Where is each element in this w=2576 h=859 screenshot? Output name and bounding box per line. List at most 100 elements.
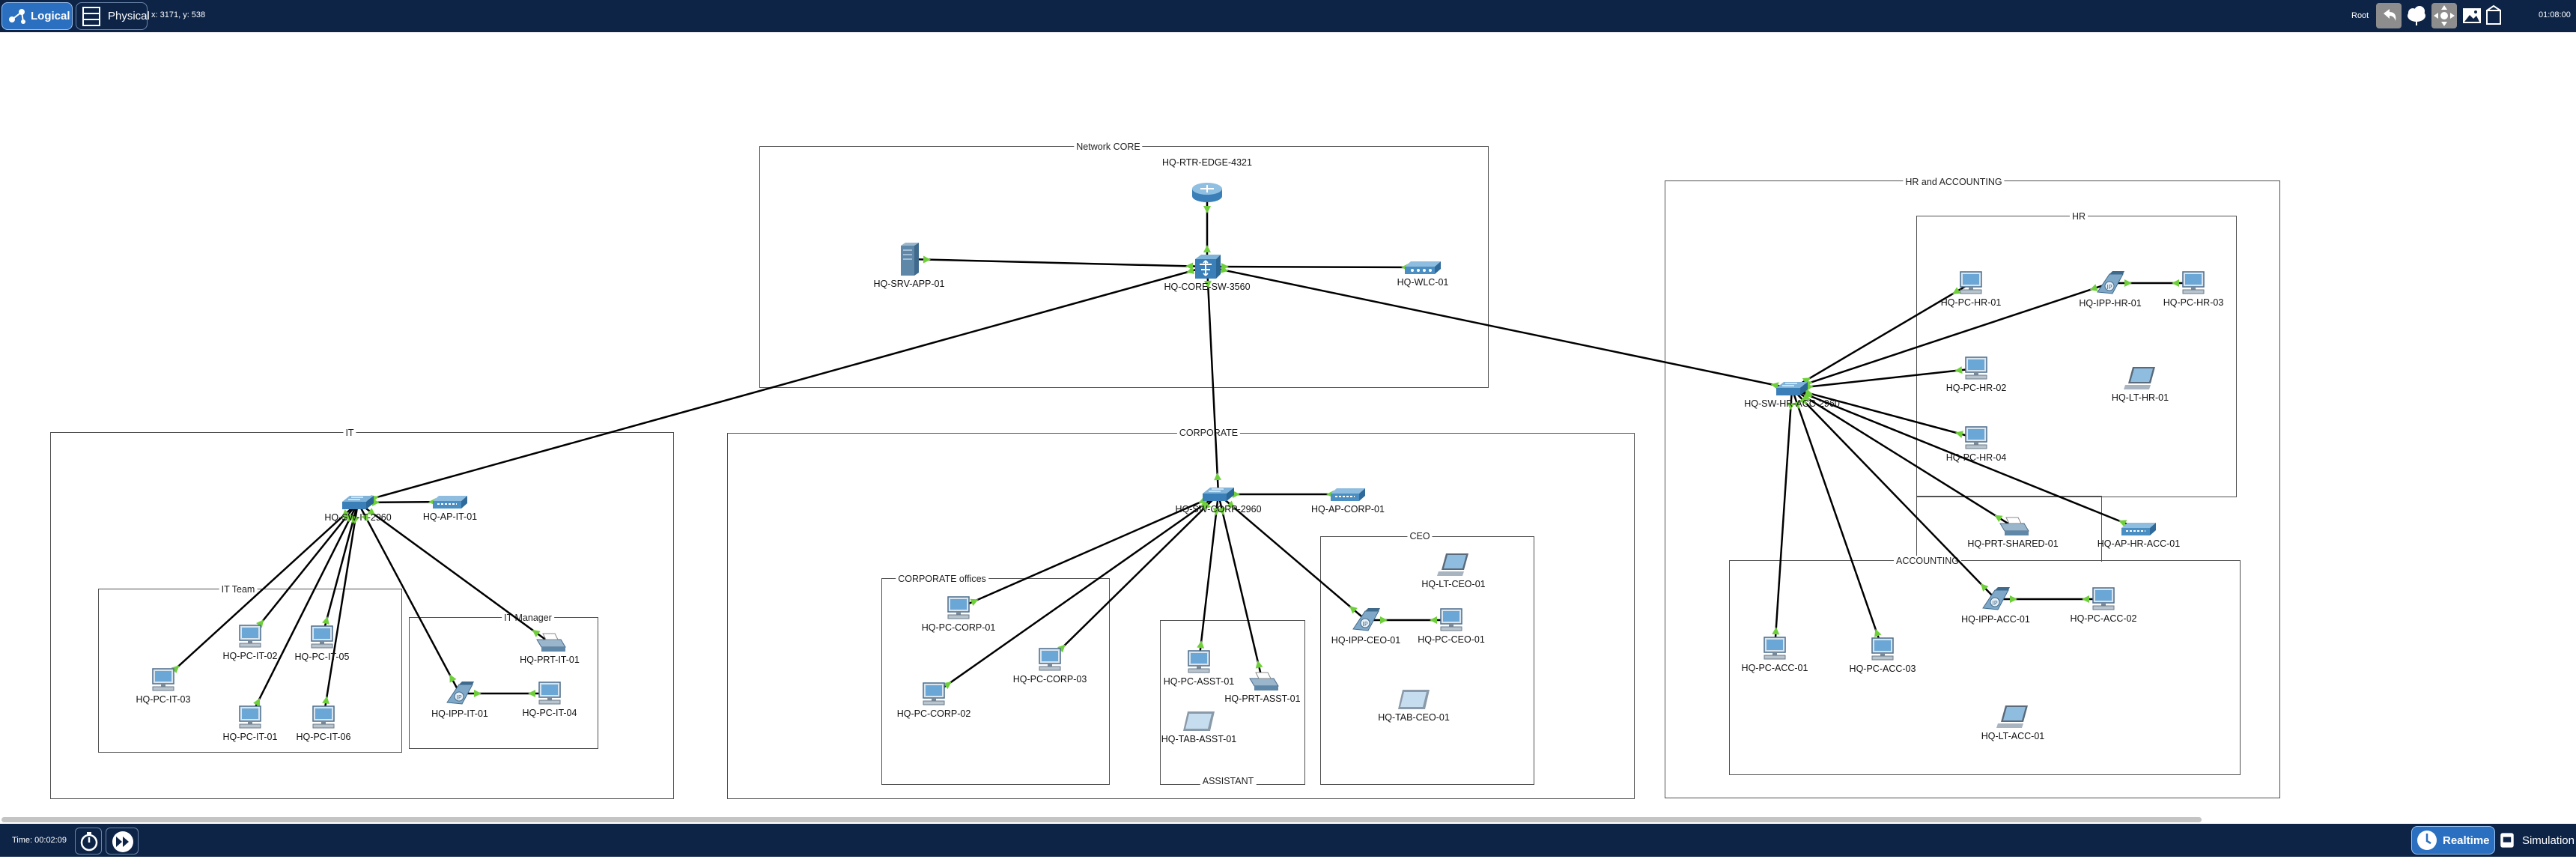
power-cycle-button[interactable] [75, 828, 102, 855]
link-sw-corp-pc-corp-03[interactable] [1049, 494, 1219, 661]
link-core-sw-sw-corp[interactable] [1206, 266, 1220, 495]
simulation-mode-button[interactable]: Simulation [2497, 826, 2575, 855]
link-status-indicator [2118, 520, 2127, 527]
device-ap-hr-acc[interactable] [2120, 520, 2157, 537]
device-ipp-acc[interactable]: IP [1980, 586, 2011, 613]
horizontal-scrollbar-thumb[interactable] [1, 817, 2202, 822]
link-sw-corp-pc-asst[interactable] [1197, 494, 1220, 663]
device-pc-corp-02[interactable] [919, 682, 949, 707]
device-sw-it[interactable] [341, 494, 375, 511]
device-pc-asst[interactable] [1184, 649, 1214, 675]
device-pc-hr-04[interactable] [1961, 425, 1991, 451]
fast-forward-button[interactable] [106, 828, 139, 855]
device-core-sw[interactable] [1192, 253, 1222, 280]
device-tab-asst[interactable] [1182, 710, 1216, 732]
area-it[interactable] [50, 432, 674, 799]
link-status-indicator [1799, 396, 1808, 404]
device-lt-ceo[interactable] [1436, 552, 1471, 577]
device-label-prt-shared: HQ-PRT-SHARED-01 [1967, 538, 2059, 549]
picture-icon [2463, 8, 2481, 23]
link-core-sw-sw-hr[interactable] [1206, 265, 1793, 390]
link-status-indicator [1220, 265, 1229, 273]
device-pc-it-02[interactable] [235, 624, 265, 649]
link-sw-it-pc-it-03[interactable] [162, 502, 359, 681]
device-pc-it-01[interactable] [235, 705, 265, 730]
link-sw-hr-pc-acc-03[interactable] [1790, 388, 1884, 650]
device-pc-hr-01[interactable] [1956, 270, 1986, 296]
logical-view-icon [5, 4, 29, 28]
device-pc-it-03[interactable] [148, 667, 178, 693]
link-sw-hr-pc-hr-04[interactable] [1791, 387, 1977, 440]
navigation-button[interactable] [2431, 3, 2457, 28]
device-pc-hr-03[interactable] [2178, 270, 2208, 296]
device-pc-acc-01[interactable] [1760, 636, 1790, 661]
device-sw-hr[interactable] [1775, 380, 1809, 397]
device-pc-it-04[interactable] [535, 681, 565, 706]
link-core-sw-srv-app[interactable] [908, 258, 1208, 268]
realtime-mode-button[interactable]: Realtime [2411, 826, 2495, 855]
link-sw-hr-pc-acc-01[interactable] [1773, 388, 1793, 649]
device-prt-shared[interactable] [1996, 516, 2030, 537]
link-sw-it-prt-it-01[interactable] [357, 501, 550, 644]
link-sw-it-pc-it-06[interactable] [322, 502, 359, 718]
pc-icon [1960, 271, 1982, 294]
link-status-indicator [1430, 616, 1437, 624]
device-tab-ceo[interactable] [1397, 688, 1431, 711]
link-sw-it-pc-it-02[interactable] [249, 502, 359, 637]
root-label: Root [2351, 11, 2369, 20]
device-ap-corp[interactable] [1329, 486, 1367, 503]
device-prt-it-01[interactable] [532, 632, 567, 653]
viewport-button[interactable] [2485, 3, 2503, 28]
link-sw-hr-prt-shared[interactable] [1791, 387, 2014, 528]
device-pc-it-06[interactable] [309, 705, 338, 730]
device-ap-it[interactable] [431, 494, 469, 510]
background-image-button[interactable] [2459, 3, 2485, 28]
physical-mode-button[interactable]: Physical [76, 2, 150, 30]
link-status-indicator [361, 513, 368, 522]
device-pc-acc-02[interactable] [2089, 586, 2118, 612]
area-accounting[interactable] [1729, 560, 2241, 775]
device-ipp-ceo[interactable]: IP [1350, 607, 1382, 634]
device-sw-corp[interactable] [1201, 486, 1236, 503]
logical-workspace[interactable] [0, 32, 2576, 824]
device-rtr-edge[interactable] [1190, 180, 1224, 204]
link-sw-corp-prt-asst[interactable] [1217, 494, 1264, 682]
cluster-button[interactable] [2404, 3, 2429, 28]
device-lt-hr[interactable] [2122, 365, 2158, 391]
link-sw-corp-pc-corp-01[interactable] [958, 493, 1219, 610]
link-sw-corp-pc-corp-02[interactable] [933, 493, 1219, 696]
area-corporate-offices[interactable] [881, 578, 1110, 785]
link-sw-hr-ap-hr-acc[interactable] [1791, 387, 2139, 530]
device-pc-corp-01[interactable] [944, 595, 973, 621]
link-sw-hr-pc-hr-02[interactable] [1791, 367, 1977, 390]
device-lt-acc[interactable] [1995, 704, 2031, 729]
device-pc-corp-03[interactable] [1035, 647, 1065, 673]
device-pc-acc-03[interactable] [1868, 637, 1898, 662]
simulation-time: Time: 00:02:09 [12, 836, 67, 845]
link-sw-hr-pc-hr-01[interactable] [1791, 282, 1972, 390]
device-pc-it-05[interactable] [307, 625, 337, 650]
device-ipp-it-01[interactable]: IP [444, 680, 476, 707]
device-ipp-hr[interactable]: IP [2094, 270, 2126, 297]
logical-mode-button[interactable]: Logical [1, 2, 73, 30]
bottom-toolbar: Time: 00:02:09 Realtime Simulation [0, 824, 2576, 857]
area-assistant-label: ASSISTANT [1200, 776, 1257, 786]
pc-icon [1764, 637, 1786, 660]
link-sw-corp-ipp-ceo[interactable] [1218, 494, 1367, 621]
link-core-sw-sw-it[interactable] [357, 265, 1208, 504]
link-sw-hr-ipp-hr[interactable] [1791, 282, 2111, 390]
device-wlc[interactable] [1403, 259, 1442, 276]
link-sw-hr-ipp-acc[interactable] [1791, 388, 1996, 600]
link-sw-it-ipp-it-01[interactable] [356, 502, 461, 694]
back-button[interactable] [2376, 3, 2402, 28]
device-prt-asst[interactable] [1245, 671, 1280, 692]
pc-icon [311, 625, 333, 649]
device-pc-ceo[interactable] [1436, 607, 1466, 633]
link-sw-it-pc-it-01[interactable] [249, 502, 359, 718]
link-sw-it-pc-it-05[interactable] [321, 502, 359, 638]
device-label-pc-hr-02: HQ-PC-HR-02 [1945, 383, 2007, 393]
device-srv-app[interactable] [898, 241, 920, 277]
device-label-pc-acc-03: HQ-PC-ACC-03 [1849, 664, 1916, 674]
device-pc-hr-02[interactable] [1961, 356, 1991, 381]
